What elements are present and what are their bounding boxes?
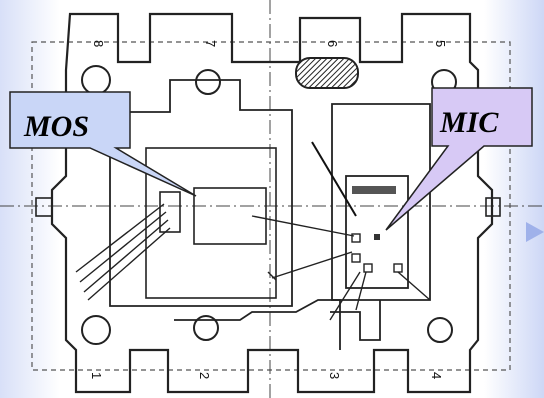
bottom-pin-labels: 1 2 3 4 [89, 372, 444, 379]
mic-callout-box [385, 87, 533, 231]
pin-label-7: 7 [203, 40, 218, 47]
mos-bond-pad [159, 191, 181, 233]
bottom-trace-right [330, 300, 381, 341]
mos-callout-box [9, 91, 197, 197]
mount-hole-top-mid [195, 69, 221, 95]
lead-frame-outline [50, 12, 494, 394]
right-arrow-icon [526, 222, 544, 242]
pin-label-4: 4 [429, 372, 444, 379]
mic-callout: MIC [385, 87, 533, 231]
right-glow [484, 0, 544, 398]
mic-leader-line [311, 141, 357, 217]
mount-hole-top-left [81, 65, 111, 95]
mount-hole-bottom-right [427, 317, 453, 343]
right-tab [485, 197, 501, 217]
left-glow [0, 0, 60, 398]
pin-label-1: 1 [89, 372, 104, 379]
mos-callout-label: MOS [23, 110, 89, 143]
mic-callout-label: MIC [439, 106, 499, 139]
pin-label-2: 2 [197, 372, 212, 379]
mic-pad-1 [351, 233, 361, 243]
pin-label-8: 8 [91, 40, 106, 47]
mic-die [345, 175, 409, 289]
hatched-slot [295, 57, 359, 89]
mos-callout: MOS [9, 91, 197, 197]
mic-text-mark [352, 186, 396, 194]
pin-label-6: 6 [325, 40, 340, 47]
pin-label-5: 5 [433, 40, 448, 47]
mic-pad-2 [351, 253, 361, 263]
mos-die [145, 147, 277, 299]
mount-hole-bottom-mid [193, 315, 219, 341]
mount-hole-bottom-left [81, 315, 111, 345]
top-pin-labels: 8 7 6 5 [91, 40, 448, 47]
left-tab [35, 197, 53, 217]
pin-label-3: 3 [327, 372, 342, 379]
mic-pad-3 [363, 263, 373, 273]
mic-pad-5 [374, 234, 380, 240]
bottom-trace-left [174, 299, 341, 350]
mos-chip [193, 187, 267, 245]
bond-wires [75, 203, 431, 321]
mos-pad-outline [109, 79, 293, 307]
mic-pad-4 [393, 263, 403, 273]
